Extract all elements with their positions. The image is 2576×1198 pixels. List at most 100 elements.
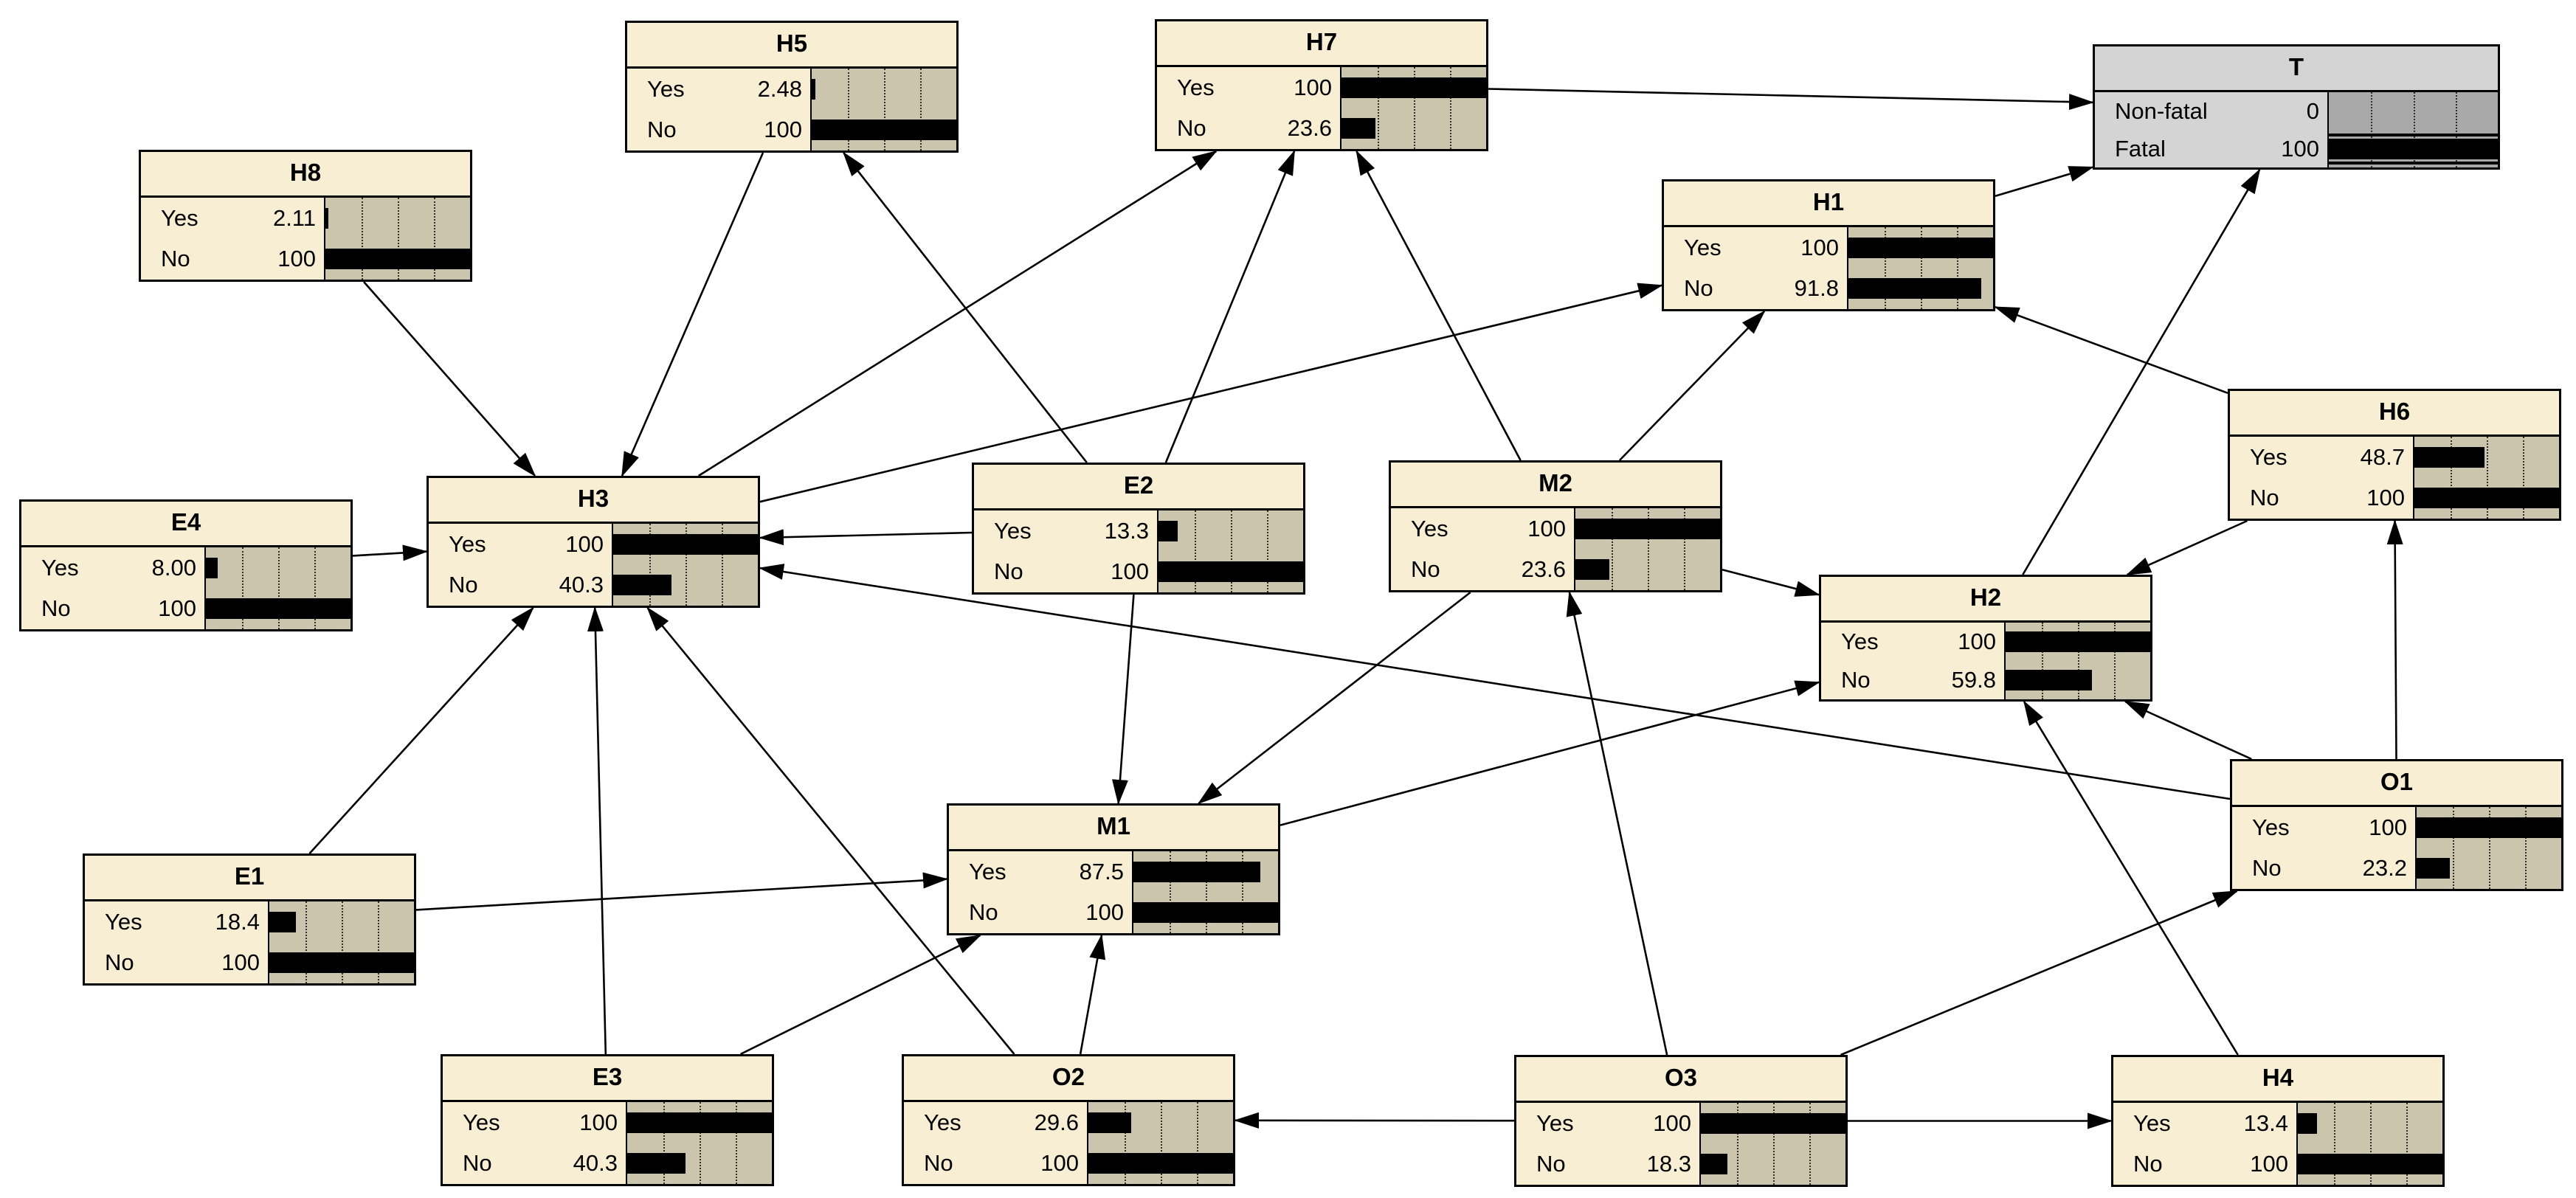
state-label: No <box>2133 1151 2163 1177</box>
state-row: No 100 <box>949 893 1133 934</box>
state-label: No <box>1841 667 1871 693</box>
edge-O3-O1[interactable] <box>1840 890 2239 1056</box>
probability-bar <box>627 1112 772 1133</box>
edge-E2-M1[interactable] <box>1111 594 1135 805</box>
state-label: Yes <box>2250 443 2287 470</box>
edge-M2-H2[interactable] <box>1722 568 1820 597</box>
edge-M2-H1[interactable] <box>1618 310 1766 461</box>
edge-H7-T[interactable] <box>1488 88 2094 111</box>
edge-O2-M1[interactable] <box>1079 934 1106 1055</box>
state-label: Yes <box>1411 515 1448 541</box>
bar-area <box>1132 851 1278 933</box>
edge-M1-H2[interactable] <box>1280 680 1820 826</box>
edge-H6-H1[interactable] <box>1994 305 2228 395</box>
gridline <box>2042 623 2043 699</box>
state-label: Yes <box>449 530 486 557</box>
edge-E2-H3[interactable] <box>759 529 973 546</box>
probability-bar <box>613 533 758 555</box>
gridline <box>649 524 651 606</box>
probability-bar <box>325 207 329 229</box>
gridline <box>1170 851 1171 933</box>
state-value: 100 <box>2281 135 2319 162</box>
gridline <box>242 547 244 629</box>
state-label: No <box>2252 855 2282 882</box>
evidence-whisker <box>2329 133 2498 136</box>
probability-bar <box>2006 670 2093 690</box>
edge-H1-T[interactable] <box>1995 166 2094 197</box>
gridline <box>342 901 343 983</box>
node-title: O1 <box>2232 761 2561 807</box>
gridline <box>278 547 280 629</box>
edge-O1-H2[interactable] <box>2124 700 2252 761</box>
probability-bar <box>1158 561 1303 583</box>
edge-O1-H3[interactable] <box>759 564 2231 800</box>
edge-E3-H3[interactable] <box>587 606 607 1055</box>
gridline <box>378 901 379 983</box>
edge-H2-T[interactable] <box>2022 168 2261 575</box>
edge-E1-M1[interactable] <box>415 872 948 911</box>
edge-E3-M1[interactable] <box>740 934 982 1056</box>
state-label: No <box>449 572 478 598</box>
edge-O1-H6[interactable] <box>2386 519 2403 760</box>
bar-area <box>1157 510 1303 592</box>
gridline <box>1197 1102 1198 1184</box>
edge-E2-H7[interactable] <box>1164 150 1296 463</box>
gridline <box>2114 623 2116 699</box>
gridline <box>2406 1103 2408 1185</box>
evidence-whisker <box>2329 161 2498 165</box>
state-value: 100 <box>1085 899 1124 926</box>
state-label: No <box>105 949 134 976</box>
gridline <box>1231 510 1232 592</box>
edge-E1-H3[interactable] <box>308 606 534 854</box>
edge-H3-H1[interactable] <box>759 283 1663 503</box>
edge-O2-H3[interactable] <box>646 606 1015 1055</box>
edge-H8-H3[interactable] <box>363 281 536 477</box>
edge-M2-H7[interactable] <box>1356 150 1522 461</box>
edge-E4-H3[interactable] <box>352 544 428 561</box>
edge-O3-M2[interactable] <box>1566 591 1668 1056</box>
state-value: 8.00 <box>151 554 196 581</box>
edge-H3-H7[interactable] <box>698 150 1218 477</box>
state-label: No <box>1536 1151 1566 1177</box>
edge-H4-H2[interactable] <box>2023 700 2239 1056</box>
gridline <box>884 69 885 150</box>
state-label: No <box>969 899 998 926</box>
state-label: Yes <box>1536 1109 1574 1136</box>
state-label: Yes <box>1841 629 1879 654</box>
edge-M2-M1[interactable] <box>1197 591 1471 805</box>
edge-H5-H3[interactable] <box>621 152 764 477</box>
edge-H6-H2[interactable] <box>2125 519 2248 576</box>
probability-bar <box>206 598 351 620</box>
